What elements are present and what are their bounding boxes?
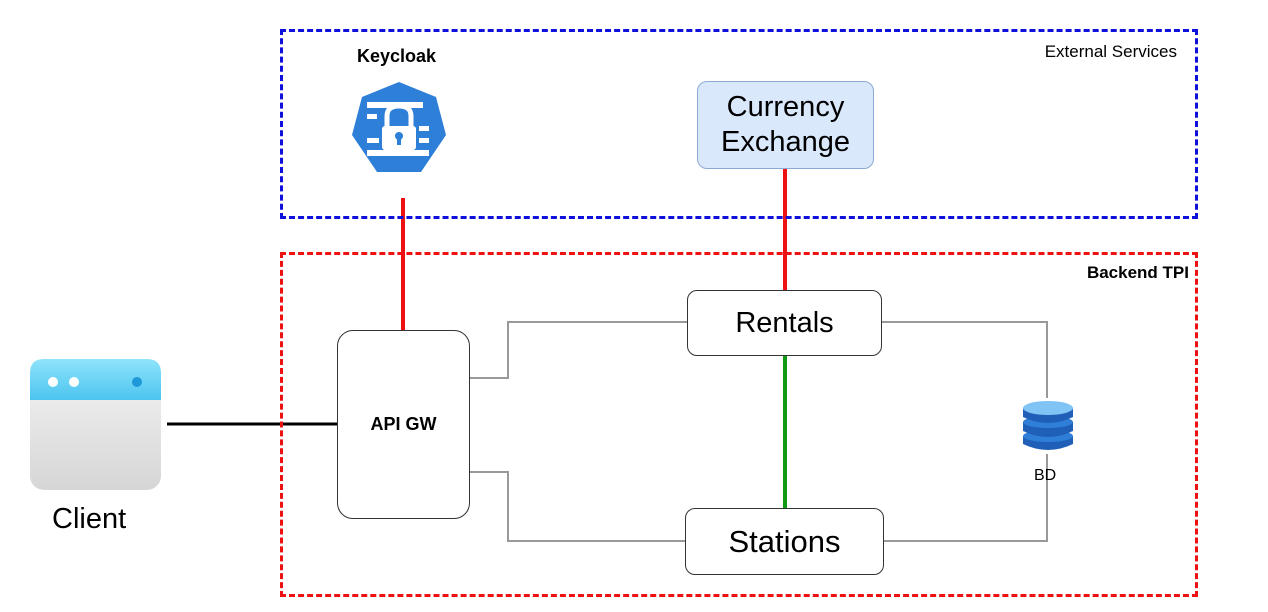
connector-stations-database xyxy=(884,454,1048,542)
keycloak-icon xyxy=(352,82,446,172)
keycloak-label: Keycloak xyxy=(357,46,437,66)
api-gateway-node: API GW xyxy=(337,330,470,519)
database-label: BD xyxy=(1034,467,1057,484)
connector-apigw-stations xyxy=(470,471,685,542)
browser-window-icon xyxy=(30,359,161,490)
stations-label: Stations xyxy=(728,523,841,559)
external-services-label: External Services xyxy=(1044,42,1177,61)
rentals-label: Rentals xyxy=(735,306,834,339)
stations-node: Stations xyxy=(685,508,884,575)
backend-zone: Backend TPI xyxy=(280,252,1198,597)
backend-label: Backend TPI xyxy=(1086,263,1189,282)
external-services-zone: External Services xyxy=(280,29,1198,219)
currency-exchange-label-line1: Currency xyxy=(726,91,845,123)
rentals-node: Rentals xyxy=(687,290,882,356)
connector-rentals-database xyxy=(882,321,1048,398)
database-icon xyxy=(1023,401,1073,450)
connector-apigw-rentals xyxy=(470,321,687,379)
api-gateway-label: API GW xyxy=(370,414,437,434)
client-label: Client xyxy=(52,503,127,535)
currency-exchange-label-line2: Exchange xyxy=(721,126,850,158)
currency-exchange-node: Currency Exchange xyxy=(697,81,874,169)
